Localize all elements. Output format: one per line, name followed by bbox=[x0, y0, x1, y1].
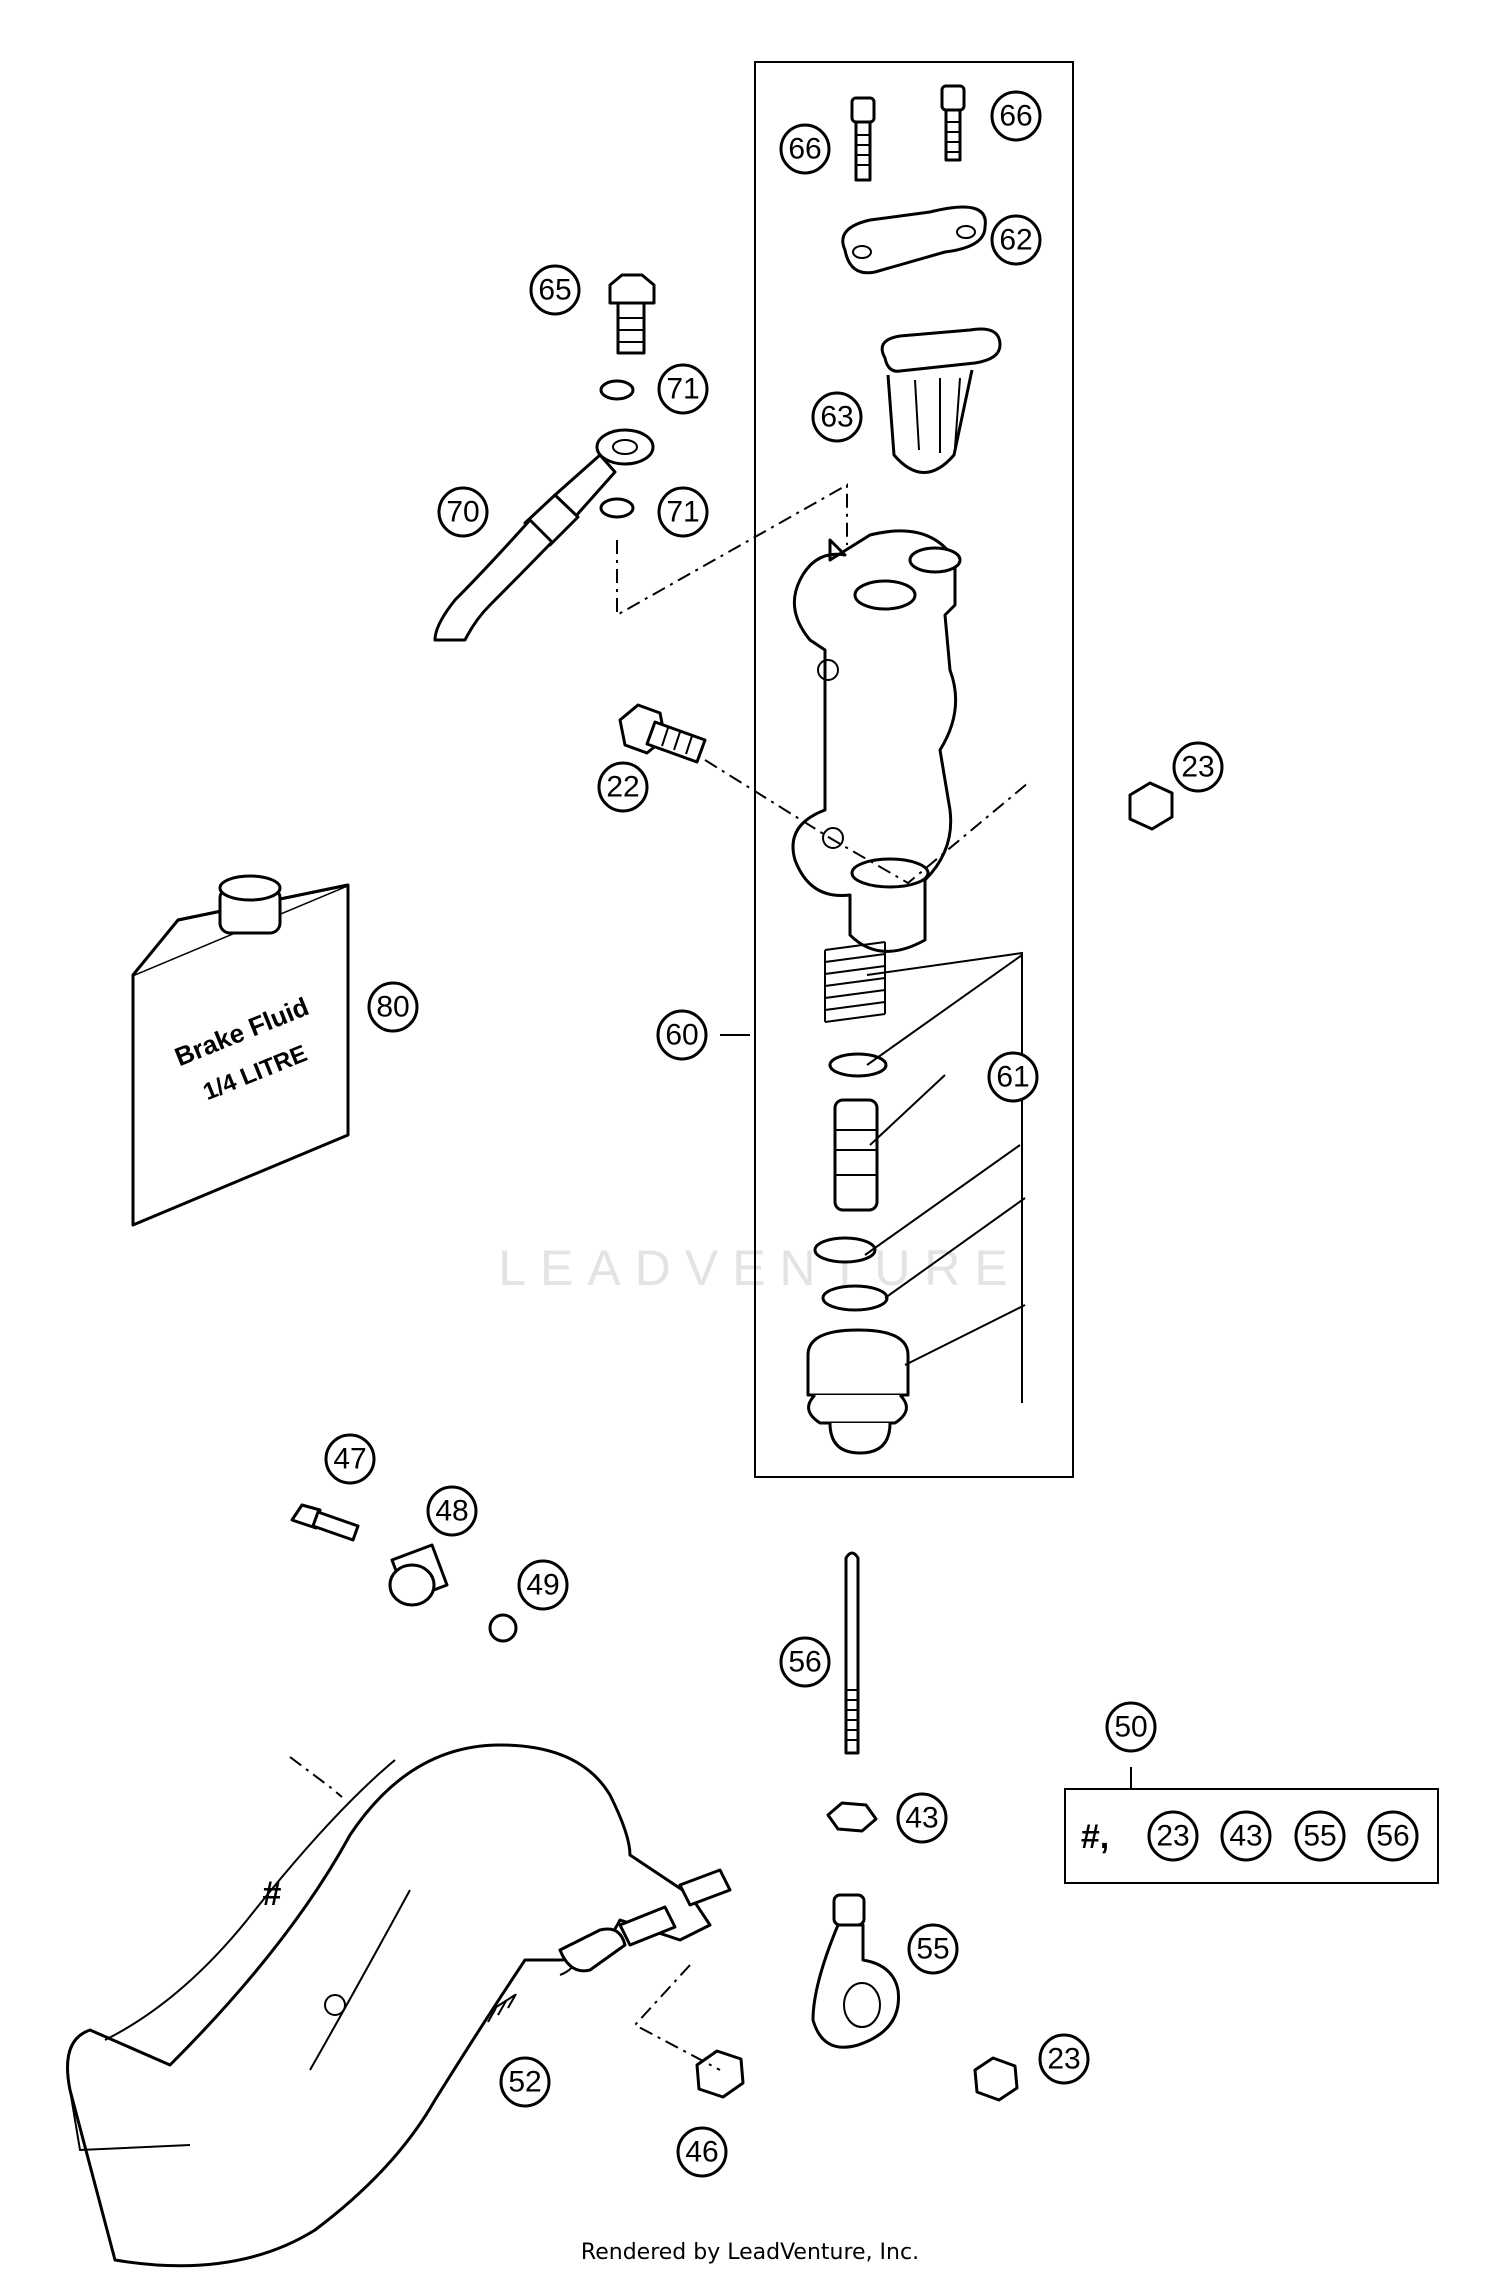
callout-23-top: 23 bbox=[1172, 741, 1224, 793]
brake-hose-70 bbox=[433, 428, 655, 642]
svg-text:65: 65 bbox=[538, 274, 571, 307]
callout-50: 50 bbox=[1105, 1701, 1157, 1753]
washer-71-top bbox=[599, 379, 635, 401]
svg-text:71: 71 bbox=[666, 373, 699, 406]
svg-text:70: 70 bbox=[446, 496, 479, 529]
seal-ring-lower bbox=[813, 1236, 877, 1264]
callout-46: 46 bbox=[676, 2126, 728, 2178]
screw-66-right bbox=[940, 84, 966, 162]
svg-text:46: 46 bbox=[685, 2136, 718, 2169]
nut-23-top bbox=[1128, 781, 1174, 831]
spring bbox=[824, 941, 886, 1023]
nut-23-bottom bbox=[973, 2056, 1019, 2102]
svg-text:23: 23 bbox=[1181, 751, 1214, 784]
banjo-bolt-65 bbox=[608, 273, 656, 355]
svg-text:55: 55 bbox=[1303, 1820, 1336, 1853]
reservoir-63 bbox=[880, 327, 1002, 474]
assembly-line-pedal-nut bbox=[633, 1964, 721, 2071]
reservoir-cover-62 bbox=[841, 205, 987, 275]
svg-text:48: 48 bbox=[435, 1495, 468, 1528]
callout-52: 52 bbox=[499, 2056, 551, 2108]
svg-text:50: 50 bbox=[1114, 1711, 1147, 1744]
callout-56: 56 bbox=[779, 1636, 831, 1688]
callout-62: 62 bbox=[990, 214, 1042, 266]
callout-22: 22 bbox=[597, 761, 649, 813]
svg-text:80: 80 bbox=[376, 991, 409, 1024]
dust-boot bbox=[806, 1328, 910, 1455]
callout-55: 55 bbox=[907, 1923, 959, 1975]
kit-item-23: 23 bbox=[1147, 1810, 1199, 1862]
piston-61 bbox=[833, 1098, 879, 1212]
master-cylinder-group-box bbox=[754, 61, 1074, 1478]
callout-61: 61 bbox=[987, 1051, 1039, 1103]
assembly-line-hash bbox=[289, 1756, 343, 1798]
callout-66-left: 66 bbox=[779, 123, 831, 175]
svg-text:49: 49 bbox=[526, 1569, 559, 1602]
callout-43: 43 bbox=[896, 1792, 948, 1844]
kit-prefix: #, bbox=[1081, 1818, 1109, 1856]
screw-47 bbox=[290, 1503, 360, 1542]
threaded-pin-56 bbox=[844, 1551, 860, 1755]
svg-text:43: 43 bbox=[905, 1802, 938, 1835]
callout-60: 60 bbox=[656, 1009, 708, 1061]
callout-65: 65 bbox=[529, 264, 581, 316]
nut-46 bbox=[695, 2049, 745, 2099]
seal-ring-upper bbox=[828, 1052, 888, 1078]
svg-text:66: 66 bbox=[788, 133, 821, 166]
svg-text:62: 62 bbox=[999, 224, 1032, 257]
watermark-text: LEADVENTURE bbox=[498, 1240, 1022, 1296]
svg-text:23: 23 bbox=[1156, 1820, 1189, 1853]
hash-mark: # bbox=[263, 1875, 282, 1913]
nut-43 bbox=[826, 1801, 878, 1833]
svg-text:56: 56 bbox=[788, 1646, 821, 1679]
svg-text:43: 43 bbox=[1229, 1820, 1262, 1853]
kit-item-56: 56 bbox=[1367, 1810, 1419, 1862]
bolt-22 bbox=[618, 703, 707, 764]
svg-text:66: 66 bbox=[999, 100, 1032, 133]
brake-fluid-can-80 bbox=[131, 874, 350, 1227]
svg-text:52: 52 bbox=[508, 2066, 541, 2099]
svg-text:71: 71 bbox=[666, 496, 699, 529]
callout-71-bottom: 71 bbox=[657, 486, 709, 538]
assembly-line-hose bbox=[616, 483, 848, 617]
kit-item-55: 55 bbox=[1294, 1810, 1346, 1862]
svg-text:47: 47 bbox=[333, 1443, 366, 1476]
clevis-55 bbox=[811, 1893, 900, 2049]
callout-48: 48 bbox=[426, 1485, 478, 1537]
callout-66-right: 66 bbox=[990, 90, 1042, 142]
callout-71-top: 71 bbox=[657, 363, 709, 415]
kit-box-50 bbox=[1064, 1788, 1439, 1884]
screw-66-left bbox=[850, 96, 876, 182]
leader-lines-kit-60 bbox=[864, 951, 1026, 1403]
brake-pedal bbox=[66, 1743, 732, 2268]
washer-71-bottom bbox=[599, 497, 635, 519]
callout-80: 80 bbox=[367, 981, 419, 1033]
svg-text:55: 55 bbox=[916, 1933, 949, 1966]
svg-text:63: 63 bbox=[820, 401, 853, 434]
callout-23-bottom: 23 bbox=[1038, 2033, 1090, 2085]
circlip bbox=[821, 1284, 889, 1312]
svg-text:61: 61 bbox=[996, 1061, 1029, 1094]
callout-49: 49 bbox=[517, 1559, 569, 1611]
callout-47: 47 bbox=[324, 1433, 376, 1485]
spacer-48 bbox=[388, 1543, 449, 1607]
callout-70: 70 bbox=[437, 486, 489, 538]
svg-text:22: 22 bbox=[606, 771, 639, 804]
callout-63: 63 bbox=[811, 391, 863, 443]
svg-text:23: 23 bbox=[1047, 2043, 1080, 2076]
kit-item-43: 43 bbox=[1220, 1810, 1272, 1862]
master-cylinder-body bbox=[791, 529, 962, 953]
svg-text:60: 60 bbox=[665, 1019, 698, 1052]
footer-credit: Rendered by LeadVenture, Inc. bbox=[580, 2240, 920, 2265]
lock-washer-49 bbox=[488, 1613, 518, 1643]
svg-text:56: 56 bbox=[1376, 1820, 1409, 1853]
